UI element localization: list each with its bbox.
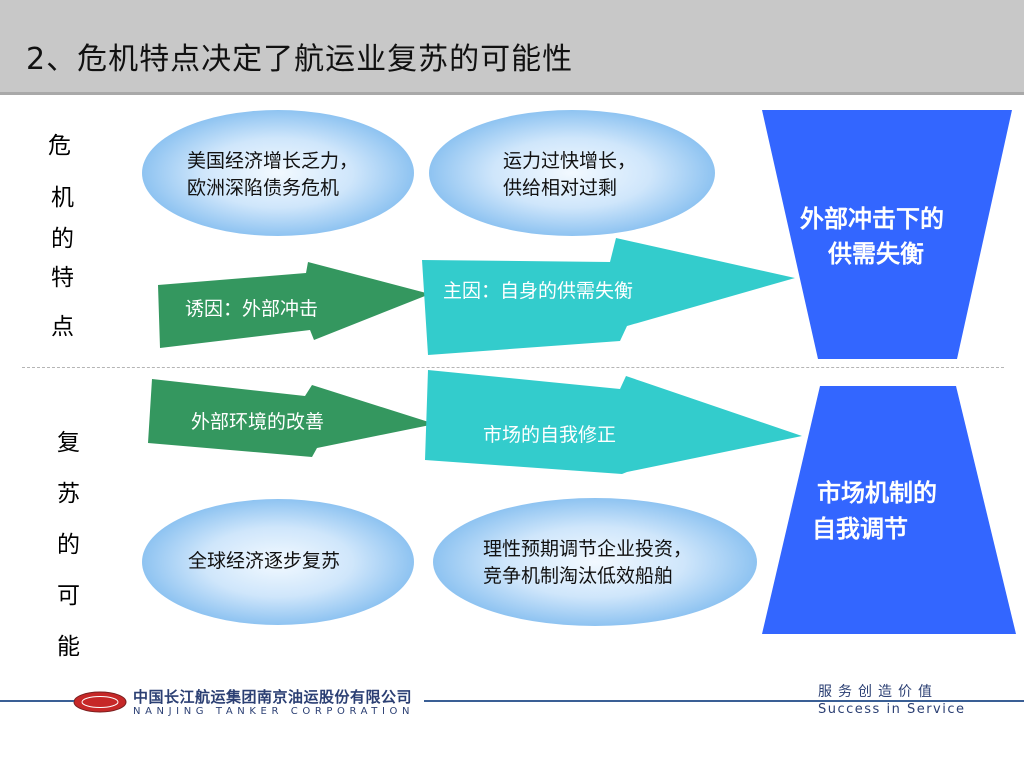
- crisis-side-label-1: 危: [48, 133, 71, 159]
- recovery-arrow-market-label: 市场的自我修正: [483, 424, 617, 446]
- recovery-ellipse-left-line-1: 全球经济逐步复苏: [188, 550, 341, 572]
- company-name-en: NANJING TANKER CORPORATION: [133, 706, 415, 717]
- crisis-ellipse-left-line-2: 欧洲深陷债务危机: [187, 177, 340, 199]
- recovery-arrow-external: [148, 379, 435, 457]
- crisis-result-line-2: 供需失衡: [828, 240, 924, 268]
- crisis-ellipse-right: [429, 110, 715, 236]
- logo-inner-ring: [81, 696, 119, 708]
- recovery-side-label-1: 复: [57, 430, 80, 456]
- recovery-result-funnel: [762, 386, 1016, 634]
- crisis-side-label-2: 机: [51, 185, 74, 211]
- section-divider: [22, 367, 1004, 368]
- crisis-side-label-4: 特: [51, 265, 74, 291]
- footer-rule-left: [0, 700, 74, 702]
- recovery-ellipse-right: [433, 498, 757, 626]
- company-name-cn: 中国长江航运集团南京油运股份有限公司: [133, 688, 413, 706]
- slogan-en: Success in Service: [818, 702, 966, 717]
- crisis-ellipse-right-line-1: 运力过快增长，: [503, 150, 637, 172]
- recovery-ellipse-right-line-1: 理性预期调节企业投资，: [483, 538, 693, 560]
- slide-title: 2、危机特点决定了航运业复苏的可能性: [26, 42, 574, 77]
- recovery-ellipse-right-line-2: 竞争机制淘汰低效船舶: [483, 565, 674, 587]
- recovery-side-label-3: 的: [57, 532, 80, 558]
- crisis-arrow-cause-label: 诱因：外部冲击: [185, 298, 319, 320]
- title-bar-underline: [0, 92, 1024, 95]
- recovery-side-label-4: 可: [57, 583, 80, 609]
- recovery-arrow-market: [425, 370, 802, 474]
- crisis-ellipse-left: [142, 110, 414, 236]
- crisis-result-line-1: 外部冲击下的: [800, 205, 944, 233]
- recovery-result-line-1: 市场机制的: [817, 479, 937, 507]
- crisis-ellipse-right-line-2: 供给相对过剩: [503, 177, 618, 199]
- recovery-ellipse-left: [142, 499, 414, 625]
- slogan-cn: 服务创造价值: [818, 684, 938, 700]
- title-bar: [0, 0, 1024, 92]
- crisis-arrow-main: [422, 238, 795, 355]
- crisis-arrow-cause: [158, 262, 430, 348]
- recovery-arrow-external-label: 外部环境的改善: [191, 411, 325, 433]
- recovery-side-label-2: 苏: [57, 481, 80, 507]
- crisis-arrow-main-label: 主因：自身的供需失衡: [443, 280, 634, 302]
- recovery-side-label-5: 能: [57, 634, 80, 660]
- footer-rule-right: [424, 700, 1024, 702]
- crisis-side-label-5: 点: [51, 314, 74, 340]
- recovery-result-line-2: 自我调节: [812, 515, 908, 543]
- crisis-side-label-3: 的: [51, 226, 74, 252]
- company-logo-icon: [73, 691, 127, 713]
- crisis-ellipse-left-line-1: 美国经济增长乏力，: [187, 150, 359, 172]
- crisis-result-funnel: [762, 110, 1012, 359]
